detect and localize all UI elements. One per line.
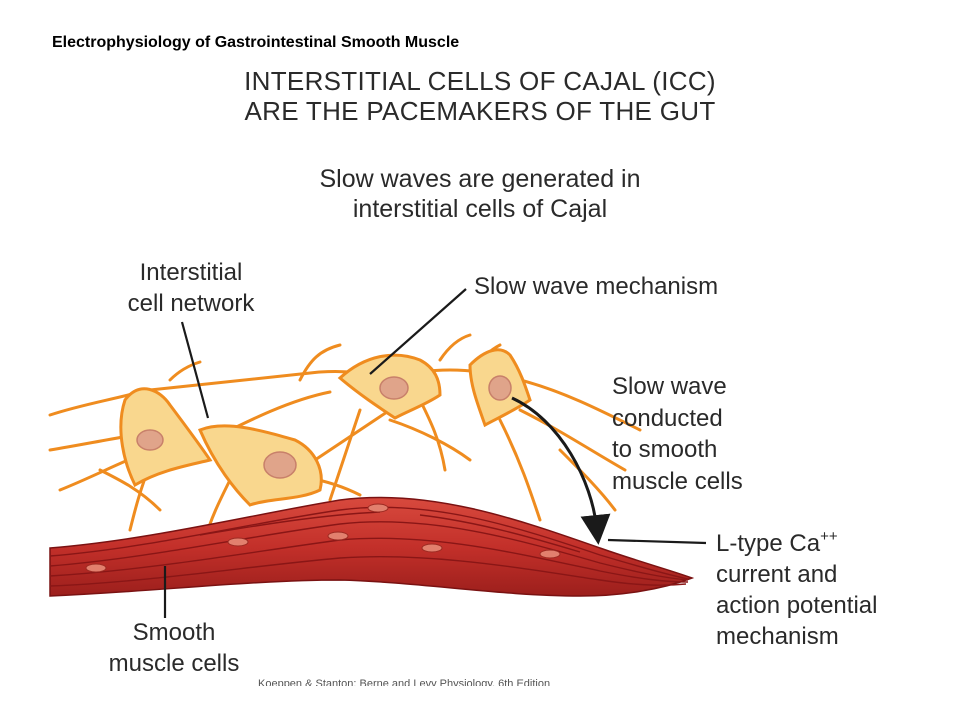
conduction-arrow — [511, 396, 611, 545]
diagram-subtitle-line-2: interstitial cells of Cajal — [352, 195, 608, 223]
label-l-type-calcium: L-type Ca++ current and action potential… — [716, 528, 878, 650]
muscle-nucleus — [539, 549, 561, 559]
diagram-subtitle: Slow waves are generated in interstitial… — [250, 164, 710, 224]
leader-network — [180, 321, 210, 419]
muscle-nucleus — [367, 503, 389, 513]
label-smooth-muscle-cells: Smooth muscle cells — [108, 619, 240, 677]
label-interstitial-network: Interstitial cell network — [127, 259, 255, 317]
leader-lines — [163, 288, 707, 618]
diagram-title-line-2: ARE THE PACEMAKERS OF THE GUT — [244, 96, 716, 126]
icc-cell-4 — [468, 348, 532, 428]
muscle-nucleus — [327, 531, 349, 541]
leader-mechanism — [369, 288, 467, 375]
diagram-title: INTERSTITIAL CELLS OF CAJAL (ICC) ARE TH… — [190, 66, 770, 126]
label-slow-wave-mechanism: Slow wave mechanism — [474, 273, 719, 300]
icc-cell-1 — [119, 387, 213, 488]
citation-text: Koeppen & Stanton: Berne and Levy Physio… — [258, 678, 551, 686]
smooth-muscle-bundle — [49, 496, 695, 597]
icc-cell-2 — [198, 424, 323, 507]
muscle-nucleus — [421, 543, 443, 553]
muscle-nucleus — [227, 537, 249, 547]
leader-ltype — [607, 538, 707, 545]
slide-header: Electrophysiology of Gastrointestinal Sm… — [52, 34, 460, 51]
muscle-nucleus — [85, 563, 107, 573]
diagram-subtitle-line-1: Slow waves are generated in — [319, 165, 641, 193]
diagram-title-line-1: INTERSTITIAL CELLS OF CAJAL (ICC) — [244, 66, 716, 96]
label-slow-wave-conducted: Slow wave conducted to smooth muscle cel… — [612, 373, 743, 495]
